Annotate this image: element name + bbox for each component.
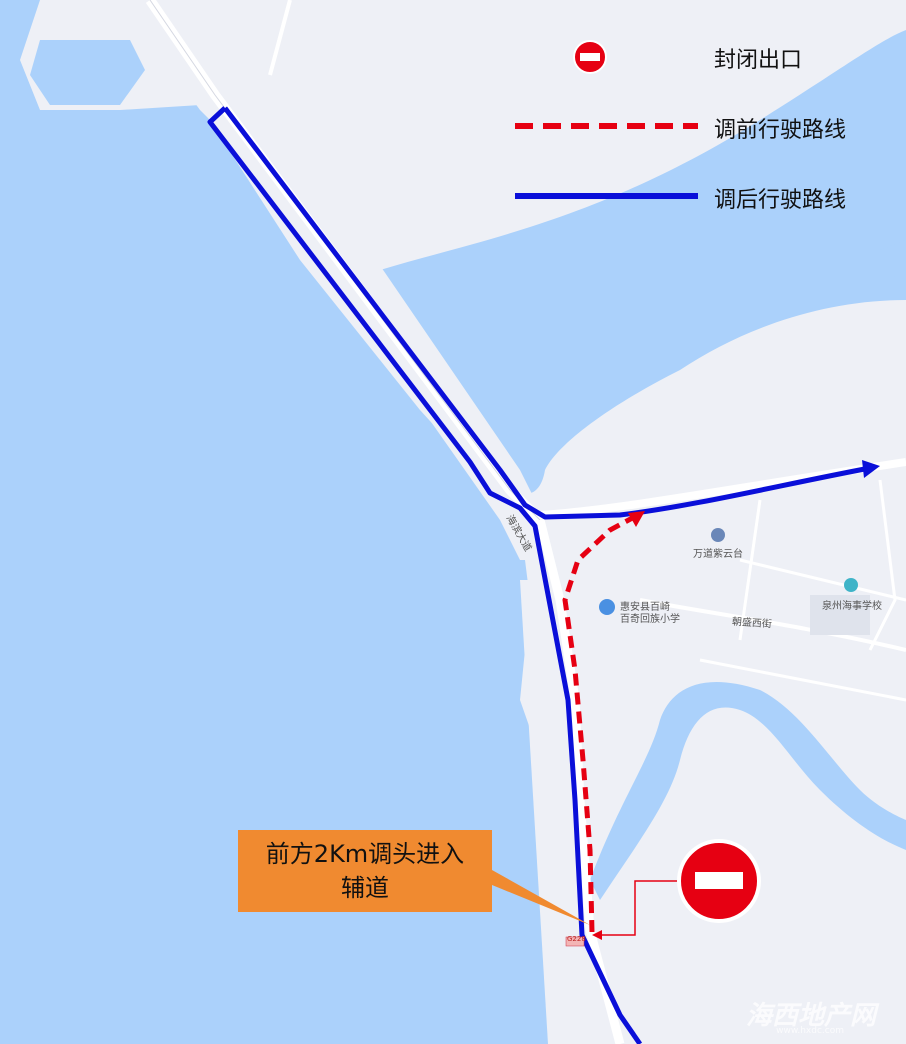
poi-wandao-label: 万道紫云台 (693, 549, 743, 560)
legend-closed-exit-label: 封闭出口 (714, 48, 803, 73)
legend-no-entry-bar (580, 53, 600, 61)
after-route-arrow-icon (862, 460, 880, 478)
callout-pointer (492, 870, 590, 925)
water-bay (380, 30, 906, 494)
highway-marker (565, 936, 585, 947)
exit-pointer-line (598, 880, 680, 936)
road-grid-1 (738, 499, 762, 641)
road-grid-3 (739, 558, 906, 602)
highway-tag-label: G228 (567, 935, 586, 943)
road-chaosheng-label: 朝盛西街 (731, 616, 773, 631)
poi-school-label-1: 惠安县百崎 (620, 602, 670, 613)
maritime-school-icon (844, 578, 858, 592)
legend-after-route-label: 调后行驶路线 (714, 188, 847, 213)
callout-line-2: 辅道 (341, 874, 389, 902)
no-entry-sign-bar (695, 872, 743, 889)
exit-pointer-arrow-icon (592, 930, 602, 940)
road-top-small (268, 0, 292, 76)
callout-line-1: 前方2Km调头进入 (265, 840, 465, 868)
road-south (535, 518, 625, 1044)
water-top-inlet (30, 40, 145, 105)
building-icon (711, 528, 725, 542)
park-block (810, 595, 870, 635)
water-left (0, 0, 560, 1044)
after-route-loop (207, 106, 643, 1044)
before-route-arrow-icon (628, 511, 645, 527)
land-peninsula (520, 580, 575, 1044)
watermark-url: www.hxdc.com (776, 1026, 844, 1036)
water-right-channel (590, 681, 906, 900)
after-route-loop-2 (223, 106, 871, 520)
watermark-logo: 海西地产网 (745, 1001, 876, 1031)
poi-maritime-label: 泉州海事学校 (822, 601, 882, 612)
water-small-right (880, 240, 906, 280)
before-route-line (562, 512, 640, 933)
road-chaosheng (639, 598, 906, 652)
u-turn-callout: 前方2Km调头进入 辅道 (238, 830, 492, 912)
legend-before-route-label: 调前行驶路线 (714, 118, 847, 143)
road-grid-2 (868, 479, 897, 651)
school-icon (599, 599, 615, 615)
poi-school-label-2: 百奇回族小学 (620, 614, 680, 625)
road-grid-4 (699, 658, 906, 702)
